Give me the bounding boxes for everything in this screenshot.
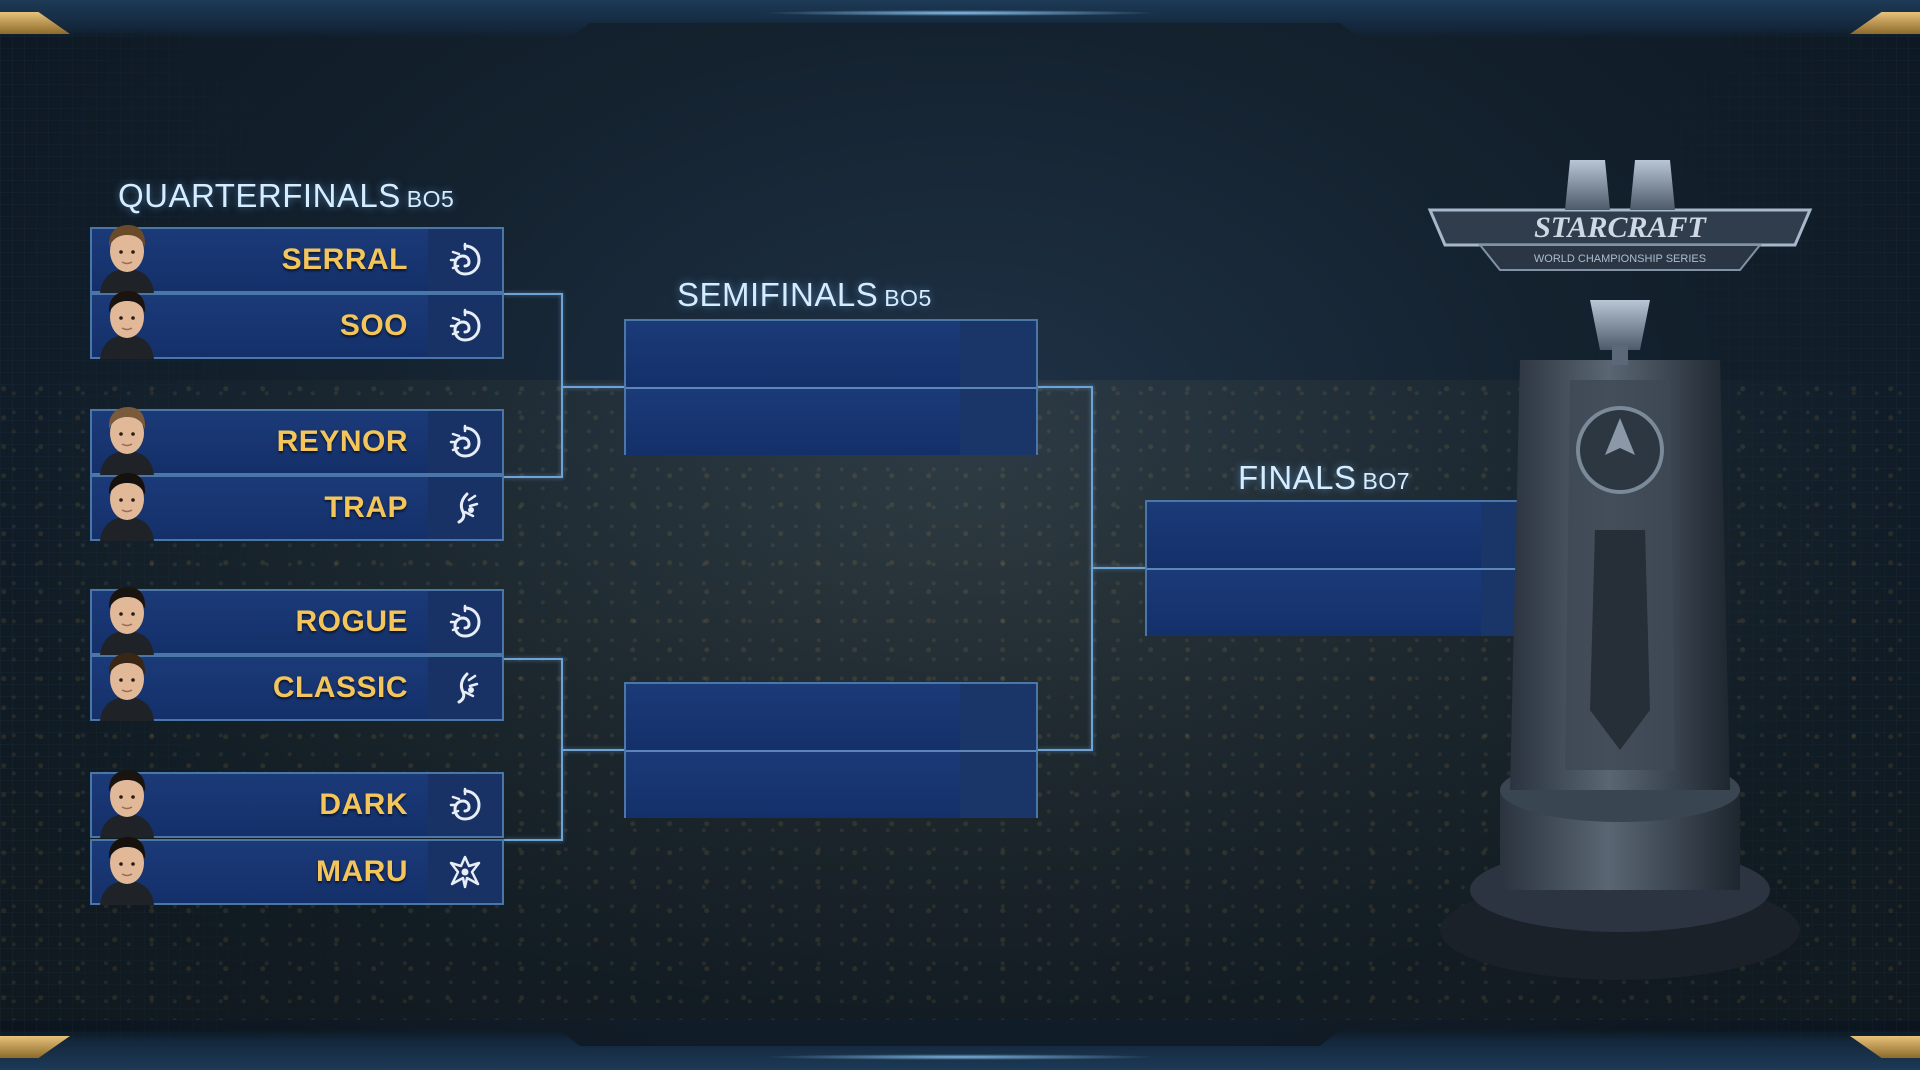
connector	[504, 658, 562, 660]
connector	[504, 293, 562, 295]
player-name: CLASSIC	[272, 671, 408, 704]
player-portrait	[100, 837, 154, 905]
score-cell	[960, 389, 1036, 455]
player-row[interactable]: ROGUE	[90, 587, 504, 655]
player-portrait	[100, 770, 154, 838]
player-portrait	[100, 653, 154, 721]
semifinal-2-slot-2	[626, 750, 1036, 818]
frame-bottom-glow	[760, 1054, 1160, 1060]
quarterfinals-format: BO5	[406, 186, 455, 212]
zerg-race-icon	[428, 591, 502, 653]
player-name: SOO	[339, 309, 408, 342]
quarterfinals-label: QUARTERFINALS	[118, 177, 401, 214]
semifinals-label: SEMIFINALS	[677, 276, 879, 313]
semifinal-2-slot-1	[626, 684, 1036, 750]
connector	[561, 293, 563, 478]
zerg-race-icon	[428, 411, 502, 473]
player-name: SERRAL	[281, 243, 408, 276]
player-name: DARK	[319, 788, 408, 821]
player-row[interactable]: REYNOR	[90, 407, 504, 475]
player-portrait	[100, 291, 154, 359]
player-name: REYNOR	[276, 425, 408, 458]
frame-top-glow	[760, 10, 1160, 16]
player-row[interactable]: TRAP	[90, 473, 504, 541]
player-row[interactable]: SERRAL	[90, 225, 504, 293]
semifinal-1-slot-1	[626, 321, 1036, 387]
trophy-logo-text: STARCRAFT	[1534, 211, 1707, 244]
connector	[504, 839, 562, 841]
semifinal-1-slot-2	[626, 387, 1036, 455]
player-portrait	[100, 473, 154, 541]
terran-race-icon	[428, 841, 502, 903]
player-name: TRAP	[324, 491, 408, 524]
semifinal-match-2[interactable]	[624, 682, 1038, 818]
semifinals-format: BO5	[884, 285, 932, 311]
player-portrait	[100, 225, 154, 293]
player-portrait	[100, 407, 154, 475]
player-row[interactable]: CLASSIC	[90, 653, 504, 721]
zerg-race-icon	[428, 229, 502, 291]
player-row[interactable]: SOO	[90, 291, 504, 359]
zerg-race-icon	[428, 774, 502, 836]
protoss-race-icon	[428, 477, 502, 539]
protoss-race-icon	[428, 657, 502, 719]
connector	[561, 386, 624, 388]
trophy-logo-subtext: WORLD CHAMPIONSHIP SERIES	[1534, 253, 1706, 265]
connector	[1038, 749, 1093, 751]
finals-format: BO7	[1362, 468, 1411, 494]
connector	[561, 749, 624, 751]
connector	[504, 476, 562, 478]
trophy-image: STARCRAFT WORLD CHAMPIONSHIP SERIES	[1420, 150, 1820, 1000]
player-portrait	[100, 587, 154, 655]
semifinal-match-1[interactable]	[624, 319, 1038, 455]
finals-match[interactable]	[1145, 500, 1559, 636]
player-name: MARU	[316, 855, 408, 888]
connector	[1091, 567, 1145, 569]
zerg-race-icon	[428, 295, 502, 357]
connector	[1038, 386, 1093, 388]
score-cell	[960, 684, 1036, 750]
player-name: ROGUE	[295, 605, 408, 638]
finals-slot-2	[1147, 568, 1557, 636]
score-cell	[960, 752, 1036, 818]
player-row[interactable]: MARU	[90, 837, 504, 905]
score-cell	[960, 321, 1036, 387]
player-row[interactable]: DARK	[90, 770, 504, 838]
finals-label: FINALS	[1238, 459, 1357, 496]
